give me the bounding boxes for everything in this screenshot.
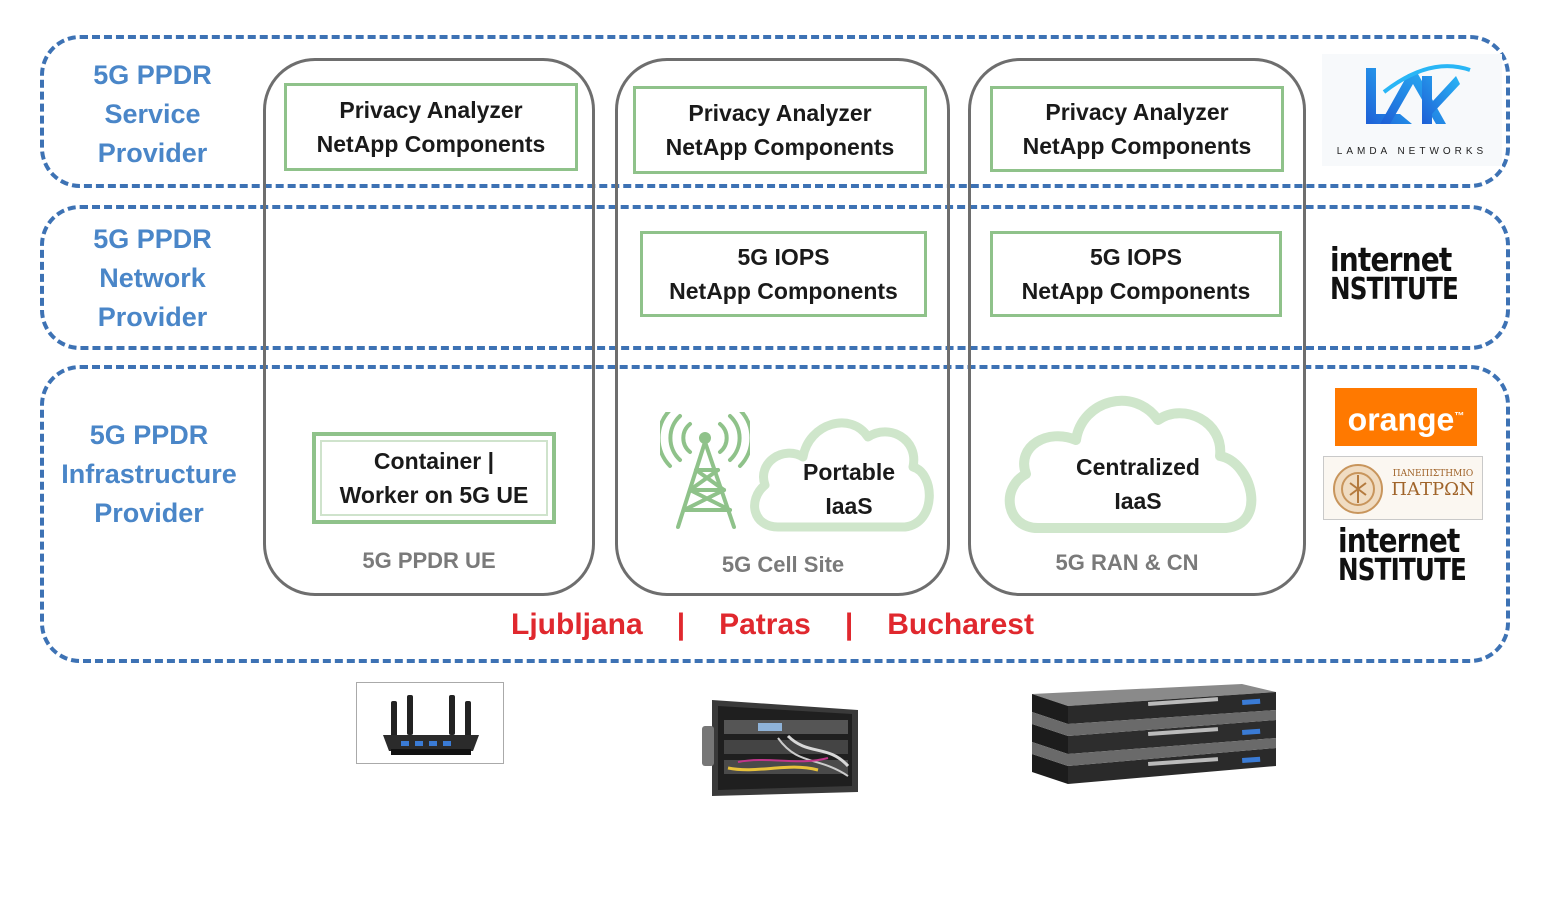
infrastructure-provider-band	[40, 365, 1510, 663]
city-bucharest: Bucharest	[887, 608, 1034, 641]
university-of-patras-logo: ΠΑΝΕΠΙΣΤΗΜΙΟ ΠΑΤΡΩΝ	[1323, 456, 1483, 520]
rack-case-icon	[702, 700, 858, 796]
pilot-cities: Ljubljana | Patras | Bucharest	[0, 608, 1545, 642]
lamda-logo	[1366, 64, 1471, 124]
portable-iaas-cloud-icon	[750, 418, 934, 532]
orange-logo: orange™	[1335, 388, 1477, 446]
server-stack-icon	[1032, 684, 1276, 784]
router-icon	[356, 682, 504, 764]
city-ljubljana: Ljubljana	[511, 608, 643, 641]
service-provider-band	[40, 35, 1510, 188]
centralized-iaas-cloud-icon	[1004, 395, 1257, 533]
cell-tower-icon	[660, 412, 750, 529]
internet-institute-logo: internet NSTITUTE	[1330, 240, 1459, 307]
network-provider-band	[40, 205, 1510, 350]
container-worker-5g-ue: Container |Worker on 5G UE	[312, 432, 556, 524]
lamda-networks-text: LAMDA NETWORKS	[1336, 146, 1488, 157]
city-separator: |	[844, 608, 854, 641]
university-seal	[1333, 464, 1383, 514]
city-patras: Patras	[719, 608, 811, 641]
column-5g-cell-site	[615, 58, 950, 596]
column-5g-ran-cn	[968, 58, 1306, 596]
column-label-cell-site: 5G Cell Site	[721, 552, 845, 577]
lamda-networks-logo: LAMDA NETWORKS	[1322, 54, 1502, 166]
internet-institute-logo-2: internet NSTITUTE	[1338, 521, 1467, 588]
column-5g-ppdr-ue	[263, 58, 595, 596]
router-device	[383, 695, 479, 755]
city-separator: |	[676, 608, 686, 641]
column-label-ran-cn: 5G RAN & CN	[1055, 550, 1199, 575]
column-label-ue: 5G PPDR UE	[362, 548, 496, 573]
